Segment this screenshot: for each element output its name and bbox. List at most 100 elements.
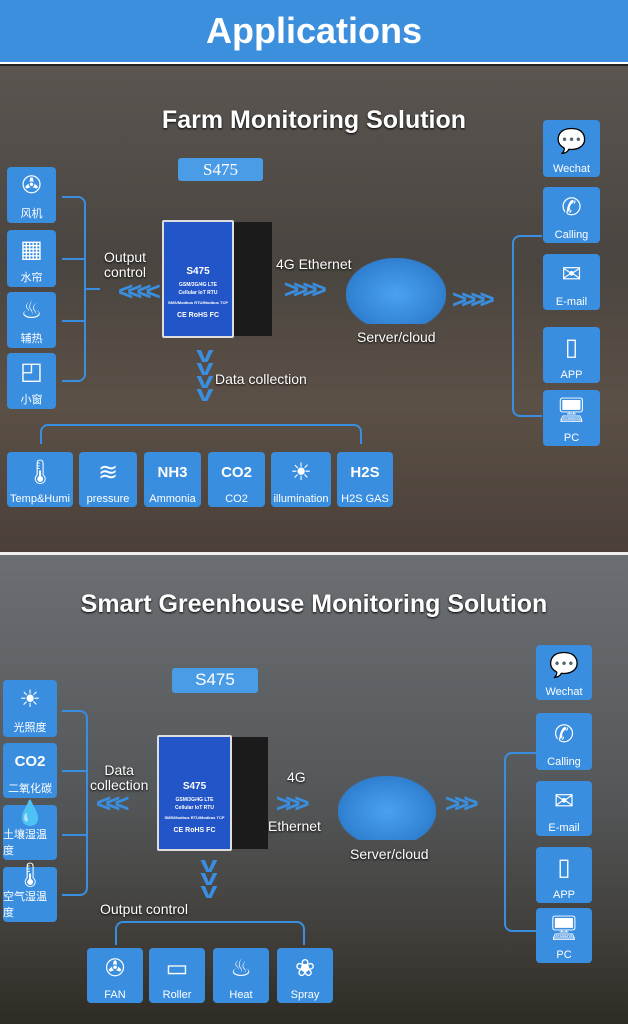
wechat-icon: 💬	[549, 651, 579, 679]
header-banner: Applications	[0, 0, 628, 64]
wechat-icon: 💬	[556, 127, 587, 155]
greenhouse-data-label: Data collection	[90, 762, 149, 793]
roller-icon: ▭	[165, 954, 189, 982]
sun-icon: ☀	[19, 685, 41, 713]
spray-icon: ❀	[294, 954, 316, 982]
fan-icon: ✇	[104, 954, 126, 982]
tile-soil: 💧土壤湿温度	[3, 800, 57, 860]
farm-cloud-label: Server/cloud	[357, 329, 436, 345]
mobile-icon: ▯	[564, 334, 579, 361]
tile-wechat: 💬 Wechat	[536, 645, 592, 700]
greenhouse-title: Smart Greenhouse Monitoring Solution	[80, 590, 548, 618]
tile-roller: ▭ Roller	[149, 948, 205, 1003]
tile-window: ◰小窗	[7, 353, 56, 409]
device-enclosure	[230, 737, 268, 849]
co2-icon: CO2	[14, 753, 46, 770]
tile-label: Spray	[290, 989, 320, 1001]
tile-label: Calling	[554, 229, 589, 241]
section-divider	[0, 552, 628, 555]
greenhouse-sensor-bracket	[62, 710, 88, 896]
tile-label: 水帘	[20, 272, 43, 284]
tile-spray: ❀ Spray	[277, 948, 333, 1003]
tile-mail: ✉ E-mail	[536, 781, 592, 836]
tile-mobile: ▯ APP	[536, 847, 592, 903]
tile-sun: ☀illumination	[271, 452, 331, 507]
nh3-icon: NH3	[157, 464, 188, 481]
farm-output-label: Output control	[104, 249, 147, 280]
tile-label: APP	[560, 369, 583, 381]
sun-icon: ☀	[290, 458, 312, 486]
mobile-icon: ▯	[557, 854, 571, 881]
fan-icon: ✇	[21, 172, 42, 199]
connector-line	[62, 770, 88, 772]
tile-label: CO2	[225, 493, 248, 505]
tile-label: Calling	[547, 756, 581, 768]
s475-device: S475 GSM/3G/4G LTE Cellular IoT RTU SMS/…	[157, 735, 232, 851]
phone-icon: ✆	[553, 720, 575, 748]
farm-title: Farm Monitoring Solution	[161, 106, 467, 134]
tile-label: Ammonia	[149, 493, 196, 505]
cloud-icon	[346, 258, 446, 324]
tile-thermometer: 🌡 Temp&Humi	[7, 452, 73, 507]
connector-line	[62, 258, 86, 260]
tile-air-humidity: 🌡空气湿温度	[3, 864, 57, 922]
tile-label: E-mail	[555, 296, 588, 308]
tile-label: APP	[552, 889, 575, 901]
window-icon: ◰	[20, 358, 43, 385]
greenhouse-cloud-label: Server/cloud	[350, 846, 429, 862]
arrow-left-icon: <<<	[96, 788, 129, 818]
farm-down-label: Data collection	[215, 371, 307, 387]
h2s-icon: H2S	[350, 464, 380, 481]
arrow-right-icon: >>>	[445, 788, 478, 818]
page-title: Applications	[205, 10, 423, 51]
tile-water-curtain: ▦ 水帘	[7, 230, 56, 287]
tile-label: 二氧化碳	[8, 783, 52, 795]
heater-icon: ♨	[20, 297, 43, 324]
tile-label: Wechat	[545, 686, 583, 698]
greenhouse-output-bracket	[115, 921, 305, 945]
tile-wechat: 💬 Wechat	[543, 120, 600, 177]
wind-icon: ≋	[97, 458, 119, 486]
tile-label: PC	[556, 949, 572, 961]
tile-mail: ✉ E-mail	[543, 254, 600, 310]
tile-co2: CO2 二氧化碳	[3, 743, 57, 798]
tile-label: H2S GAS	[341, 493, 389, 505]
greenhouse-section	[0, 555, 628, 1024]
tile-label: E-mail	[548, 822, 580, 834]
tile-label: Wechat	[552, 163, 591, 175]
tile-sun: ☀光照度	[3, 680, 57, 737]
farm-model-tag: S475	[178, 158, 263, 181]
tile-wind: ≋ pressure	[79, 452, 137, 507]
tile-label: PC	[563, 432, 580, 444]
tile-mobile: ▯ APP	[543, 327, 600, 383]
tile-heater: ♨ 辅热	[7, 292, 56, 348]
tile-pc: 🖥 PC	[536, 908, 592, 963]
tile-fan: ✇ 风机	[7, 167, 56, 223]
tile-label: 风机	[20, 208, 43, 220]
tile-label: FAN	[104, 989, 126, 1001]
tile-heater: ♨Heat	[213, 948, 269, 1003]
tile-label: Roller	[162, 989, 192, 1001]
device-enclosure	[232, 222, 272, 336]
connector-line	[62, 320, 86, 322]
arrow-right-icon: >>>>	[452, 284, 495, 314]
soil-icon: 💧	[15, 800, 45, 827]
farm-network-label: 4G Ethernet	[276, 256, 352, 272]
tile-label: Temp&Humi	[10, 493, 70, 505]
pc-icon: 🖥	[548, 914, 580, 942]
cloud-icon	[338, 776, 436, 840]
tile-label: 空气湿温度	[3, 891, 47, 919]
mail-icon: ✉	[553, 787, 575, 815]
mail-icon: ✉	[561, 261, 582, 288]
tile-label: pressure	[86, 493, 130, 505]
tile-label: 辅热	[20, 333, 43, 345]
s475-device: S475 GSM/3G/4G LTE Cellular IoT RTU SMS/…	[162, 220, 234, 338]
farm-client-bracket	[512, 235, 542, 417]
thermometer-icon: 🌡	[24, 458, 56, 486]
tile-label: 土壤湿温度	[3, 829, 47, 857]
arrow-left-icon: <<<<	[118, 276, 161, 306]
water-curtain-icon: ▦	[20, 235, 43, 263]
connector-line	[86, 288, 100, 290]
